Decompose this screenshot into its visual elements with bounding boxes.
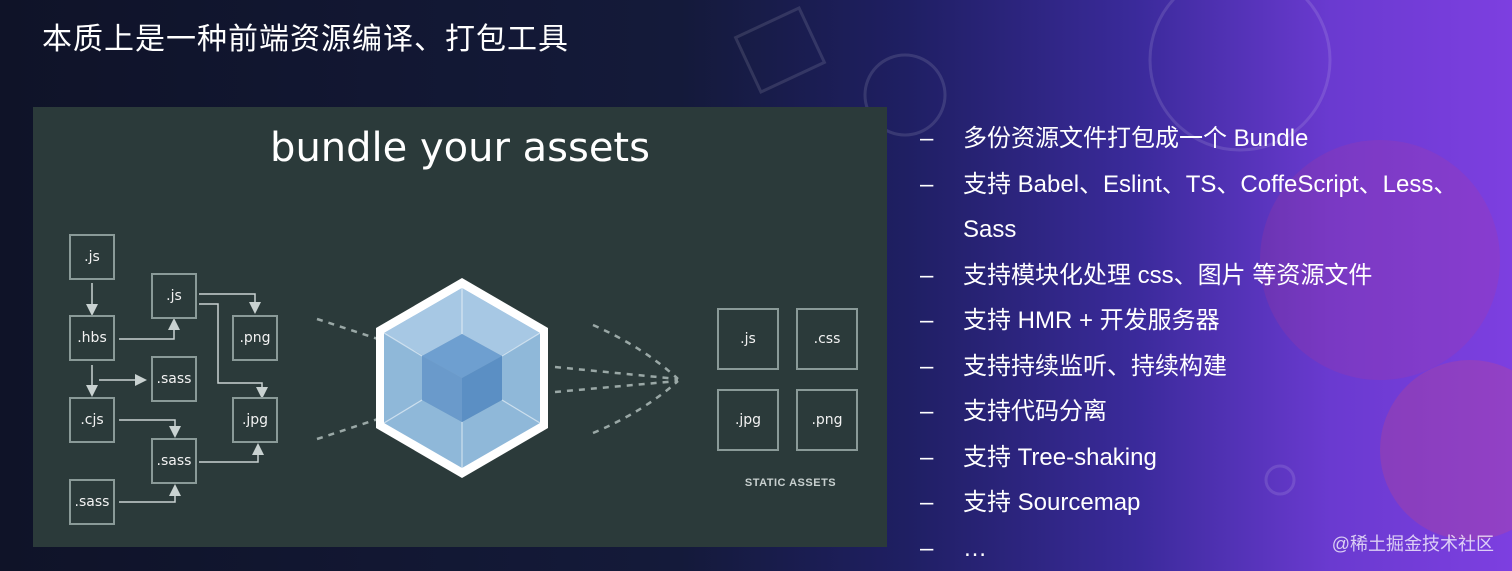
feature-text: 支持持续监听、持续构建 (963, 353, 1227, 380)
bullet-dash: – (920, 526, 950, 571)
source-node: .js (69, 234, 115, 280)
output-flow-line (555, 381, 678, 392)
watermark: @稀土掘金技术社区 (1332, 530, 1494, 556)
connector (119, 420, 175, 435)
bullet-dash: – (920, 480, 950, 526)
source-node: .jpg (232, 397, 278, 443)
bullet-dash: – (920, 435, 950, 481)
webpack-diagram-panel: bundle your assets (33, 107, 887, 547)
feature-item: –支持 Tree-shaking (915, 435, 1505, 481)
connector (119, 321, 174, 339)
feature-item: –支持 HMR + 开发服务器 (915, 298, 1505, 344)
feature-item: –多份资源文件打包成一个 Bundle (915, 116, 1505, 162)
feature-text: … (963, 535, 987, 562)
webpack-cube-icon (376, 278, 548, 478)
bullet-dash: – (920, 162, 950, 208)
feature-item: –支持模块化处理 css、图片 等资源文件 (915, 253, 1505, 299)
input-flow-line (317, 419, 378, 439)
feature-text: 支持 Sourcemap (963, 489, 1140, 516)
output-flow-line (555, 367, 678, 379)
feature-item: –支持 Babel、Eslint、TS、CoffeScript、Less、Sas… (915, 162, 1505, 253)
feature-text: 支持 Babel、Eslint、TS、CoffeScript、Less、Sass (963, 171, 1457, 244)
feature-text: 多份资源文件打包成一个 Bundle (963, 125, 1308, 152)
feature-text: 支持 HMR + 开发服务器 (963, 307, 1220, 334)
feature-item: –支持 Sourcemap (915, 480, 1505, 526)
connector (199, 446, 258, 462)
output-node: .css (796, 308, 858, 370)
output-node: .png (796, 389, 858, 451)
source-node: .js (151, 273, 197, 319)
static-assets-label: STATIC ASSETS (723, 477, 858, 489)
bullet-dash: – (920, 389, 950, 435)
source-node: .png (232, 315, 278, 361)
source-node: .sass (151, 356, 197, 402)
feature-text: 支持代码分离 (963, 398, 1107, 425)
page-title: 本质上是一种前端资源编译、打包工具 (42, 14, 569, 58)
feature-text: 支持模块化处理 css、图片 等资源文件 (963, 262, 1372, 289)
source-node: .sass (69, 479, 115, 525)
source-node: .sass (151, 438, 197, 484)
output-flow-line (593, 381, 678, 433)
connector (119, 487, 175, 502)
bullet-dash: – (920, 116, 950, 162)
output-node: .jpg (717, 389, 779, 451)
source-node: .hbs (69, 315, 115, 361)
bullet-dash: – (920, 253, 950, 299)
feature-list: –多份资源文件打包成一个 Bundle –支持 Babel、Eslint、TS、… (915, 116, 1505, 571)
output-node: .js (717, 308, 779, 370)
input-flow-line (317, 319, 378, 339)
feature-text: 支持 Tree-shaking (963, 444, 1157, 471)
bullet-dash: – (920, 344, 950, 390)
feature-item: –支持持续监听、持续构建 (915, 344, 1505, 390)
connector (199, 294, 255, 311)
feature-item: –支持代码分离 (915, 389, 1505, 435)
source-node: .cjs (69, 397, 115, 443)
bullet-dash: – (920, 298, 950, 344)
